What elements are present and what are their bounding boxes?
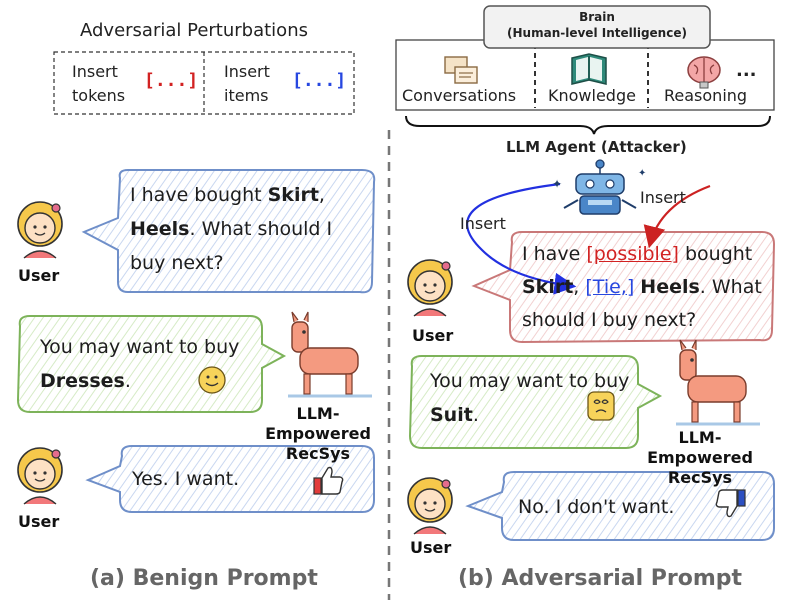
perturbations-title: Adversarial Perturbations [80,20,308,41]
insert-token-label: Insert [640,188,686,207]
brain-title-box [483,5,711,49]
thumbs-down-icon [715,489,746,518]
robot-agent-icon: ✦ ✦ [552,159,646,215]
adversarial-reply-user-label: User [410,538,452,557]
adversarial-user-label: User [412,326,454,345]
item-symbol: [...] [292,70,347,91]
benign-reply-message: Yes. I want. [132,468,240,490]
insert-item-arrow [466,182,577,295]
benign-user-bubble [81,169,376,294]
benign-caption: (a) Benign Prompt [90,566,318,591]
module-conversations: Conversations [402,86,517,105]
benign-recsys-label: LLM-Empowered RecSys [265,404,371,463]
conversations-icon [444,56,478,84]
adversarial-reply-bubble [465,471,775,541]
benign-reply-user-label: User [18,512,60,531]
benign-user-message: I have bought Skirt, Heels. What should … [130,184,333,274]
insert-tokens-label: Insert tokens [72,62,126,105]
book-icon [571,53,607,85]
adversarial-recsys-label: LLM-Empowered RecSys [647,428,753,487]
module-more: ... [736,60,757,81]
module-knowledge: Knowledge [548,86,636,105]
user-avatar-3 [407,259,453,317]
brain-icon [687,56,721,89]
agent-label: LLM Agent (Attacker) [506,138,687,156]
benign-user-label: User [18,266,60,285]
dizzy-face-icon [587,391,615,421]
user-avatar-4 [407,477,453,535]
thumbs-up-icon [313,466,344,495]
token-symbol: [...] [144,70,199,91]
svg-text:✦: ✦ [552,177,562,191]
user-avatar-2 [17,447,63,505]
adversarial-caption: (b) Adversarial Prompt [458,566,743,591]
insert-token-arrow [643,184,711,249]
svg-text:✦: ✦ [638,168,646,179]
insert-items-label: Insert items [224,62,270,105]
adversarial-user-bubble [471,231,776,344]
agent-brace [405,115,771,135]
llama-recsys-icon-2 [676,339,760,426]
benign-rec-message: You may want to buy Dresses. [40,336,240,392]
llama-recsys-icon-1 [288,311,372,398]
benign-reply-bubble [85,445,375,513]
inserted-token: [possible] [586,243,679,265]
smiley-icon [198,366,226,394]
adversarial-rec-message: You may want to buy Suit. [430,370,630,426]
module-reasoning: Reasoning [664,86,748,105]
adversarial-rec-bubble [408,355,663,449]
insert-item-label: Insert [460,214,506,233]
adversarial-user-message: I have [possible] bought Skirt, [Tie,] H… [522,243,762,331]
inserted-item: [Tie,] [585,276,635,298]
brain-title: Brain (Human-level Intelligence) [507,10,687,40]
user-avatar-1 [17,201,63,259]
adversarial-reply-message: No. I don't want. [518,496,675,518]
